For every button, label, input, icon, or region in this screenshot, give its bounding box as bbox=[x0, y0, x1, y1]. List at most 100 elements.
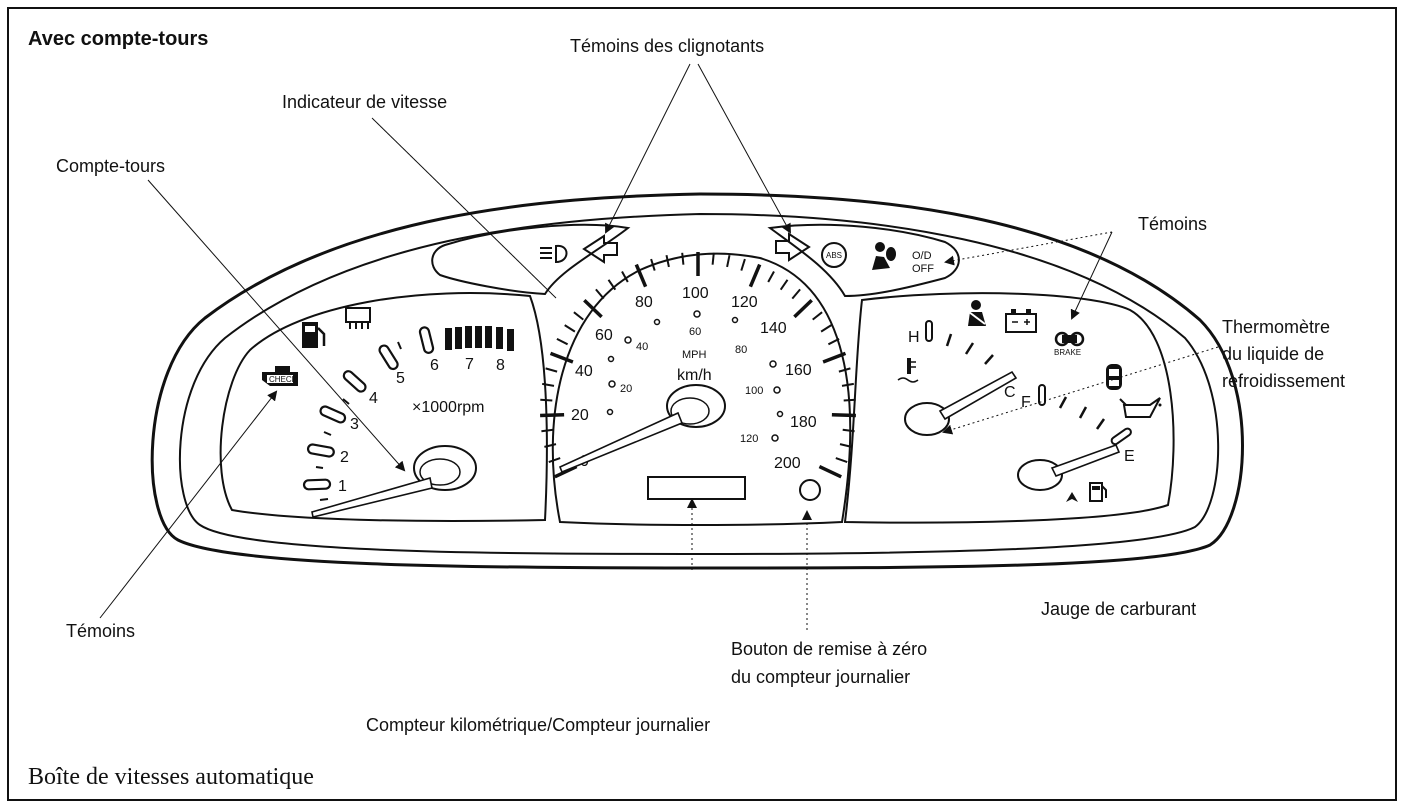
speedo-minor-tick bbox=[767, 271, 775, 283]
fuel-tick bbox=[1058, 396, 1068, 409]
speedo-major-tick bbox=[793, 298, 813, 319]
temp-label-hot: H bbox=[908, 329, 920, 346]
fuel-label-empty: E bbox=[1124, 448, 1135, 465]
leader-warning-right-2 bbox=[1070, 231, 1113, 320]
svg-text:BRAKE: BRAKE bbox=[1054, 348, 1081, 357]
temp-gauge: H C bbox=[897, 320, 1018, 436]
tachometer: 1 2 3 4 5 6 7 8 ×1000rpm bbox=[302, 326, 514, 518]
mph-label-20: 20 bbox=[620, 383, 632, 395]
kmh-label-100: 100 bbox=[682, 285, 709, 302]
speedo-minor-tick bbox=[595, 288, 605, 300]
tach-hub-inner bbox=[419, 458, 461, 486]
tach-minor-tick bbox=[319, 498, 329, 501]
fuel-hub bbox=[1017, 459, 1063, 491]
trip-reset-button[interactable] bbox=[799, 479, 821, 501]
speedo-major-tick bbox=[583, 298, 603, 319]
speedo-minor-tick bbox=[835, 457, 848, 464]
tach-label-4: 4 bbox=[369, 390, 378, 407]
right-turn-signal-icon bbox=[775, 232, 811, 262]
speedo-minor-tick bbox=[820, 324, 832, 333]
leader-warning-right-1 bbox=[944, 231, 1113, 266]
airbag-icon bbox=[872, 242, 896, 270]
left-turn-signal-icon bbox=[582, 234, 618, 264]
fuel-full-mark bbox=[1038, 384, 1046, 406]
callout-warning-lights-right: Témoins bbox=[1138, 214, 1207, 234]
speedo-minor-tick bbox=[842, 428, 855, 433]
svg-text:O/D: O/D bbox=[912, 250, 932, 262]
callout-temp-line3: refroidissement bbox=[1222, 371, 1345, 391]
speedo-minor-tick bbox=[839, 443, 852, 448]
temp-tick bbox=[945, 333, 953, 347]
svg-text:ABS: ABS bbox=[826, 251, 842, 260]
speedo-major-tick bbox=[549, 351, 574, 364]
kmh-label-140: 140 bbox=[760, 320, 787, 337]
speedo-minor-tick bbox=[681, 252, 685, 265]
speedo-minor-tick bbox=[573, 311, 584, 321]
mph-label-60: 60 bbox=[689, 326, 701, 338]
tach-needle bbox=[311, 476, 433, 518]
tach-label-6: 6 bbox=[430, 357, 439, 374]
tach-minor-tick bbox=[315, 466, 324, 469]
temp-needle bbox=[938, 370, 1018, 421]
callout-trip-reset-line1: Bouton de remise à zéro bbox=[731, 639, 927, 659]
odometer-display bbox=[647, 476, 746, 500]
fuel-tick bbox=[1078, 406, 1088, 419]
tach-unit: ×1000rpm bbox=[412, 399, 485, 416]
speedo-minor-tick bbox=[544, 443, 557, 448]
door-ajar-icon bbox=[1106, 364, 1122, 390]
mph-label-40: 40 bbox=[636, 341, 648, 353]
kmh-label-20: 20 bbox=[571, 407, 589, 424]
temp-hub bbox=[904, 402, 950, 436]
speedo-major-tick bbox=[818, 465, 842, 479]
temp-label-cold: C bbox=[1004, 384, 1016, 401]
fuel-needle bbox=[1050, 443, 1121, 478]
speedo-minor-tick bbox=[548, 457, 561, 464]
tach-tick-2 bbox=[306, 443, 335, 458]
speedo-major-tick bbox=[831, 412, 856, 418]
fuel-empty-mark bbox=[1110, 427, 1132, 446]
heading: Avec compte-tours bbox=[28, 28, 208, 50]
mph-label-120: 120 bbox=[740, 433, 758, 445]
leader-speedometer bbox=[371, 117, 557, 299]
tach-hub bbox=[413, 445, 477, 491]
cluster-outer-bezel bbox=[150, 192, 1244, 570]
tach-label-2: 2 bbox=[340, 449, 349, 466]
mph-label-80: 80 bbox=[735, 344, 747, 356]
leader-turn-signal-left bbox=[605, 63, 691, 234]
callout-temp-line2: du liquide de bbox=[1222, 344, 1324, 364]
fuel-pump-small-icon bbox=[1089, 482, 1107, 502]
tach-label-3: 3 bbox=[350, 416, 359, 433]
callout-tachometer: Compte-tours bbox=[56, 156, 165, 176]
callout-lines bbox=[99, 63, 1219, 630]
tach-minor-tick bbox=[323, 431, 332, 436]
svg-text:OFF: OFF bbox=[912, 263, 934, 275]
overdrive-off-icon: O/D OFF bbox=[912, 250, 934, 275]
speedo-minor-tick bbox=[726, 254, 731, 268]
callout-odometer: Compteur kilométrique/Compteur journalie… bbox=[366, 715, 710, 735]
tach-minor-tick bbox=[342, 398, 350, 405]
kmh-label-180: 180 bbox=[790, 414, 817, 431]
fuel-door-side-icon bbox=[1066, 492, 1078, 502]
speedo-hub-inner bbox=[670, 397, 710, 425]
speedo-minor-tick bbox=[564, 324, 576, 333]
speedo-minor-tick bbox=[843, 398, 856, 402]
speedo-major-tick bbox=[540, 412, 565, 418]
speedo-unit-mph: MPH bbox=[682, 349, 707, 361]
speedo-minor-tick bbox=[540, 398, 553, 402]
leader-tachometer bbox=[147, 179, 406, 472]
speedo-needle bbox=[558, 411, 684, 474]
speedo-minor-tick bbox=[838, 367, 851, 373]
tach-tick-6 bbox=[418, 326, 435, 354]
cluster-inner-bezel bbox=[178, 212, 1220, 556]
temp-tick bbox=[964, 342, 975, 355]
tach-label-7: 7 bbox=[465, 356, 474, 373]
callout-turn-signals: Témoins des clignotants bbox=[570, 36, 764, 56]
brake-warning-icon: BRAKE bbox=[1054, 331, 1085, 357]
callout-speedometer: Indicateur de vitesse bbox=[282, 92, 447, 112]
callout-trip-reset-line2: du compteur journalier bbox=[731, 667, 910, 687]
speedo-minor-tick bbox=[791, 288, 801, 300]
tach-tick-4 bbox=[342, 370, 367, 393]
speedo-minor-tick bbox=[607, 279, 617, 291]
tach-tick-3 bbox=[319, 405, 347, 424]
